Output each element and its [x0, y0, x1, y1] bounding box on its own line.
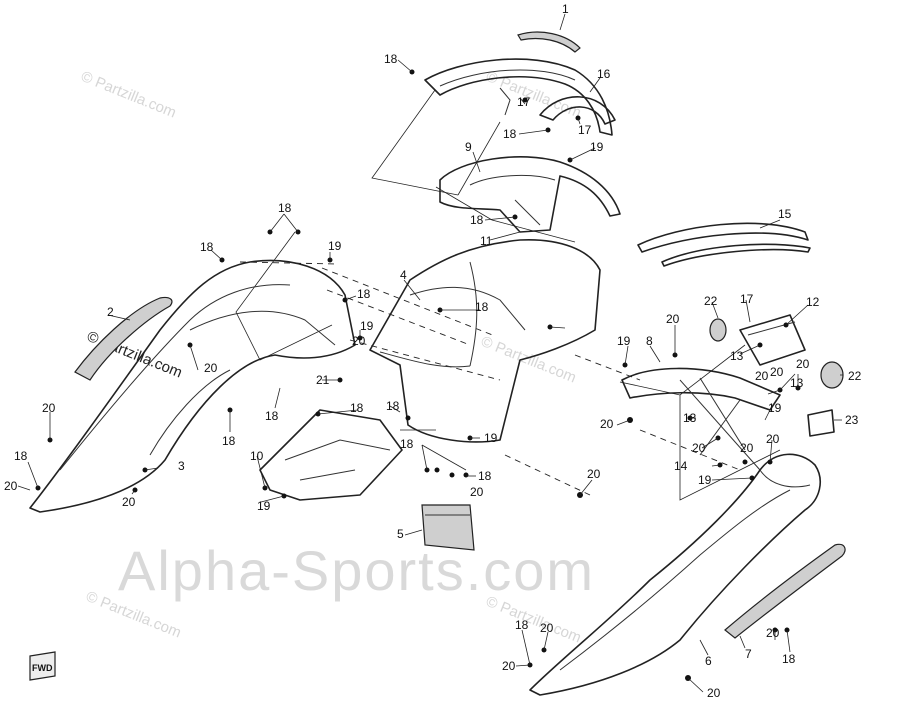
callout-label: 20: [692, 441, 706, 455]
callout-label: 20: [666, 312, 680, 326]
callout-label: 4: [400, 268, 407, 282]
callout-label: 10: [250, 449, 264, 463]
leader-lines: [17, 13, 843, 693]
callout-label: 19: [328, 239, 342, 253]
callout-label: 20: [4, 479, 18, 493]
watermark-layer: Alpha-Sports.com © Partzilla.com © Partz…: [79, 68, 595, 647]
callout-label: 22: [704, 294, 718, 308]
part-10-splash-guard: [259, 409, 403, 501]
callout-label: 18: [350, 401, 364, 415]
callout-label: 20: [600, 417, 614, 431]
callout-label: 20: [352, 334, 366, 348]
callout-label: 18: [200, 240, 214, 254]
callout-label: 19: [360, 319, 374, 333]
callout-label: 18: [470, 213, 484, 227]
callout-label: 20: [740, 441, 754, 455]
part-8-rear-frame: [621, 367, 781, 471]
callout-label: 19: [698, 473, 712, 487]
callout-label: 18: [222, 434, 236, 448]
part-9-inner-fender: [439, 156, 621, 233]
callout-label: 13: [790, 376, 804, 390]
part-22-reflector-left: [709, 318, 727, 342]
part-7-right-trim: [724, 543, 846, 639]
callout-label: 5: [397, 527, 404, 541]
callout-label: 18: [265, 409, 279, 423]
callout-label: 18: [278, 201, 292, 215]
part-3-left-panel: [29, 259, 356, 513]
callout-label: 20: [766, 626, 780, 640]
reference-lines: [235, 89, 781, 501]
callout-label: 2: [107, 305, 114, 319]
callout-label: 1: [562, 2, 569, 16]
callout-label: 15: [778, 207, 792, 221]
callout-labels: 1 2 3 4 5 6 7 8 9 10 11 12 13 13 13 14 1…: [4, 2, 862, 700]
callout-label: 14: [674, 459, 688, 473]
callout-label: 18: [14, 449, 28, 463]
callout-label: 17: [578, 123, 592, 137]
part-2-left-trim: [74, 296, 173, 381]
callout-label: 18: [475, 300, 489, 314]
callout-label: 12: [806, 295, 820, 309]
callout-label: 19: [590, 140, 604, 154]
fwd-logo-text: FWD: [32, 663, 53, 673]
alpha-sports-watermark: Alpha-Sports.com: [118, 539, 595, 602]
callout-label: 17: [740, 292, 754, 306]
callout-label: 18: [384, 52, 398, 66]
callout-label: 19: [617, 334, 631, 348]
callout-label: 20: [766, 432, 780, 446]
callout-label: 20: [42, 401, 56, 415]
callout-label: 3: [178, 459, 185, 473]
callout-label: 16: [597, 67, 611, 81]
part-1-top-trim: [517, 31, 581, 53]
callout-label: 21: [316, 373, 330, 387]
callout-label: 8: [646, 334, 653, 348]
partzilla-watermark: © Partzilla.com: [484, 68, 584, 122]
callout-label: 11: [480, 234, 493, 248]
forward-direction-logo: FWD: [29, 651, 56, 681]
callout-label: 22: [848, 369, 862, 383]
callout-label: 9: [465, 140, 472, 154]
callout-label: 20: [770, 365, 784, 379]
part-6-right-panel: [529, 453, 821, 696]
callout-label: 18: [782, 652, 796, 666]
callout-label: 18: [503, 127, 517, 141]
callout-label: 18: [386, 399, 400, 413]
part-16-rear-fender: [424, 58, 616, 136]
part-4-center-body: [369, 239, 601, 443]
callout-label: 20: [470, 485, 484, 499]
callout-label: 18: [400, 437, 414, 451]
callout-label: 18: [478, 469, 492, 483]
callout-label: 20: [796, 357, 810, 371]
callout-label: 18: [515, 618, 529, 632]
callout-label: 19: [257, 499, 271, 513]
part-22-reflector-right: [820, 361, 844, 389]
callout-label: 13: [730, 349, 744, 363]
part-15-trim-strip: [637, 222, 811, 267]
callout-label: 20: [755, 369, 769, 383]
callout-label: 23: [845, 413, 859, 427]
part-23-license-plate: [807, 409, 835, 437]
callout-label: 17: [517, 95, 531, 109]
callout-label: 19: [768, 401, 782, 415]
callout-label: 20: [707, 686, 721, 700]
callout-label: 20: [204, 361, 218, 375]
callout-label: 20: [502, 659, 516, 673]
callout-label: 7: [745, 647, 752, 661]
callout-label: 18: [357, 287, 371, 301]
callout-label: 20: [587, 467, 601, 481]
part-5-mud-flap: [421, 504, 475, 551]
callout-label: 20: [122, 495, 136, 509]
partzilla-watermark: © Partzilla.com: [79, 68, 179, 122]
callout-label: 6: [705, 654, 712, 668]
callout-label: 20: [540, 621, 554, 635]
callout-label: 13: [683, 411, 697, 425]
callout-label: 19: [484, 431, 498, 445]
